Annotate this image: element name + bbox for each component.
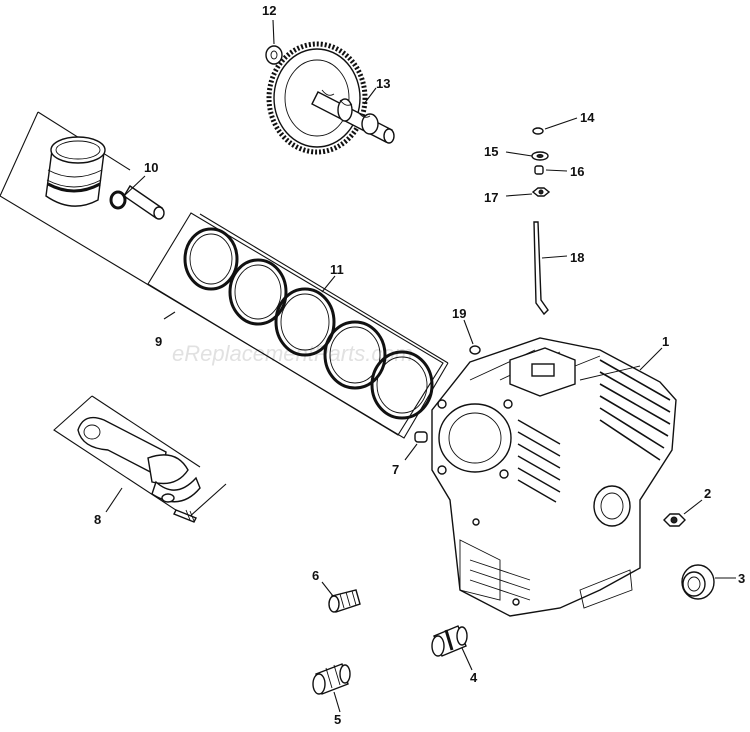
callout-15: 15 (484, 144, 498, 159)
callout-5: 5 (334, 712, 341, 727)
camshaft-gear-icon (266, 41, 395, 155)
callout-1: 1 (662, 334, 669, 349)
callout-7: 7 (392, 462, 399, 477)
lifter-icon (312, 663, 351, 695)
nut-icon (663, 513, 686, 527)
washer-icon (532, 127, 544, 135)
callout-9: 9 (155, 334, 162, 349)
washer-icon (531, 151, 549, 161)
dowel-pin-icon (414, 431, 428, 443)
plug-icon (469, 345, 481, 355)
nut-icon (531, 187, 551, 197)
lifter-icon (431, 625, 468, 657)
callout-10: 10 (144, 160, 158, 175)
callout-14: 14 (580, 110, 595, 125)
crankcase-icon (431, 337, 677, 617)
connecting-rod-icon (53, 395, 227, 523)
spacer-icon (534, 165, 544, 175)
piston-rings-icon (147, 212, 444, 436)
callout-4: 4 (470, 670, 478, 685)
callout-3: 3 (738, 571, 745, 586)
callout-18: 18 (570, 250, 584, 265)
callout-19: 19 (452, 306, 466, 321)
callout-13: 13 (376, 76, 390, 91)
callout-17: 17 (484, 190, 498, 205)
callout-2: 2 (704, 486, 711, 501)
oil-seal-icon (681, 564, 715, 600)
retainer-clip-icon (109, 190, 127, 210)
governor-shaft-icon (533, 221, 549, 316)
callout-16: 16 (570, 164, 584, 179)
callout-11: 11 (330, 262, 344, 277)
callout-12: 12 (262, 3, 276, 18)
shim-icon (265, 45, 283, 65)
piston-kit-icon (0, 111, 449, 439)
callout-6: 6 (312, 568, 319, 583)
callout-8: 8 (94, 512, 101, 527)
lifter-icon (328, 589, 361, 613)
